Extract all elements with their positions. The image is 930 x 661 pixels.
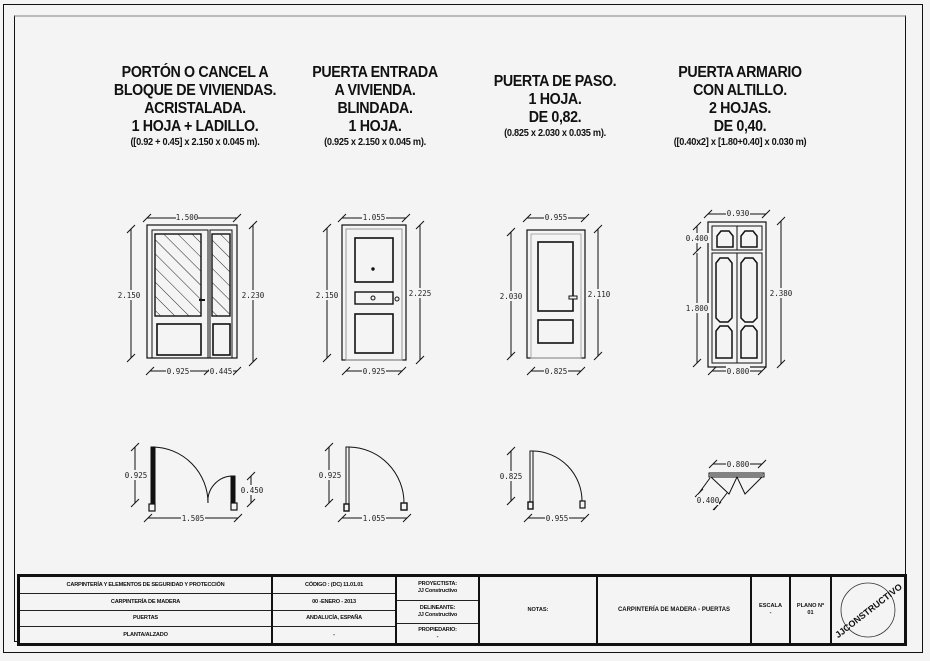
tb-scale: ESCALA - (752, 577, 791, 643)
tb-people-column: PROYECTISTA: JJ Constructivo DELINEANTE:… (397, 577, 480, 643)
svg-text:0.955: 0.955 (546, 514, 569, 523)
tb-plan-title: CARPINTERÍA DE MADERA - PUERTAS (598, 577, 752, 643)
tb-description-column: CARPINTERÍA Y ELEMENTOS DE SEGURIDAD Y P… (20, 577, 273, 643)
svg-text:1.800: 1.800 (686, 304, 709, 313)
svg-text:0.925: 0.925 (167, 367, 190, 376)
svg-text:2.150: 2.150 (118, 291, 141, 300)
svg-text:0.930: 0.930 (727, 209, 750, 218)
stamp-circle-icon: JJCONSTRUCTIVO (833, 582, 904, 640)
svg-text:0.925: 0.925 (125, 471, 148, 480)
svg-text:0.800: 0.800 (727, 460, 750, 469)
svg-text:0.800: 0.800 (727, 367, 750, 376)
svg-text:2.030: 2.030 (500, 292, 523, 301)
svg-text:0.400: 0.400 (686, 234, 709, 243)
dim-width-total: 1.500 (176, 213, 199, 222)
tb-logo-stamp: JJCONSTRUCTIVO (832, 577, 904, 643)
door1-plan (130, 442, 256, 523)
door-title-4: PUERTA ARMARIO CON ALTILLO. 2 HOJAS. DE … (673, 64, 807, 148)
sheet-outer-frame (3, 4, 923, 653)
svg-text:2.225: 2.225 (409, 289, 432, 298)
svg-text:1.055: 1.055 (363, 514, 386, 523)
svg-text:2.110: 2.110 (588, 290, 611, 299)
svg-text:2.230: 2.230 (242, 291, 265, 300)
svg-text:0.955: 0.955 (545, 213, 568, 222)
svg-text:0.825: 0.825 (545, 367, 568, 376)
svg-text:1.505: 1.505 (182, 514, 205, 523)
tb-code-column: CÓDIGO : (DC) 11.01.01 00 -ENERO - 2013 … (273, 577, 397, 643)
svg-text:0.825: 0.825 (500, 472, 523, 481)
door-title-3: PUERTA DE PASO. 1 HOJA. DE 0,82. (0.825 … (493, 73, 617, 139)
svg-text:2.380: 2.380 (770, 289, 793, 298)
svg-text:0.445: 0.445 (210, 367, 233, 376)
door4-elevation (692, 209, 786, 376)
tb-notes: NOTAS: (480, 577, 598, 643)
title-block: CARPINTERÍA Y ELEMENTOS DE SEGURIDAD Y P… (17, 574, 907, 646)
door4-plan (694, 459, 767, 511)
svg-text:0.450: 0.450 (241, 486, 264, 495)
door2-plan (324, 442, 412, 523)
svg-text:JJCONSTRUCTIVO: JJCONSTRUCTIVO (833, 582, 904, 640)
door-title-2: PUERTA ENTRADA A VIVIENDA. BLINDADA. 1 H… (312, 64, 438, 148)
door-title-1: PORTÓN O CANCEL A BLOQUE DE VIVIENDAS. A… (113, 64, 277, 148)
svg-text:0.925: 0.925 (319, 471, 342, 480)
svg-text:0.925: 0.925 (363, 367, 386, 376)
svg-text:0.400: 0.400 (697, 496, 720, 505)
svg-text:1.055: 1.055 (363, 213, 386, 222)
door3-plan (506, 446, 590, 523)
svg-text:2.150: 2.150 (316, 291, 339, 300)
door1-elevation (126, 213, 258, 376)
tb-sheet-number: PLANO Nº 01 (791, 577, 832, 643)
